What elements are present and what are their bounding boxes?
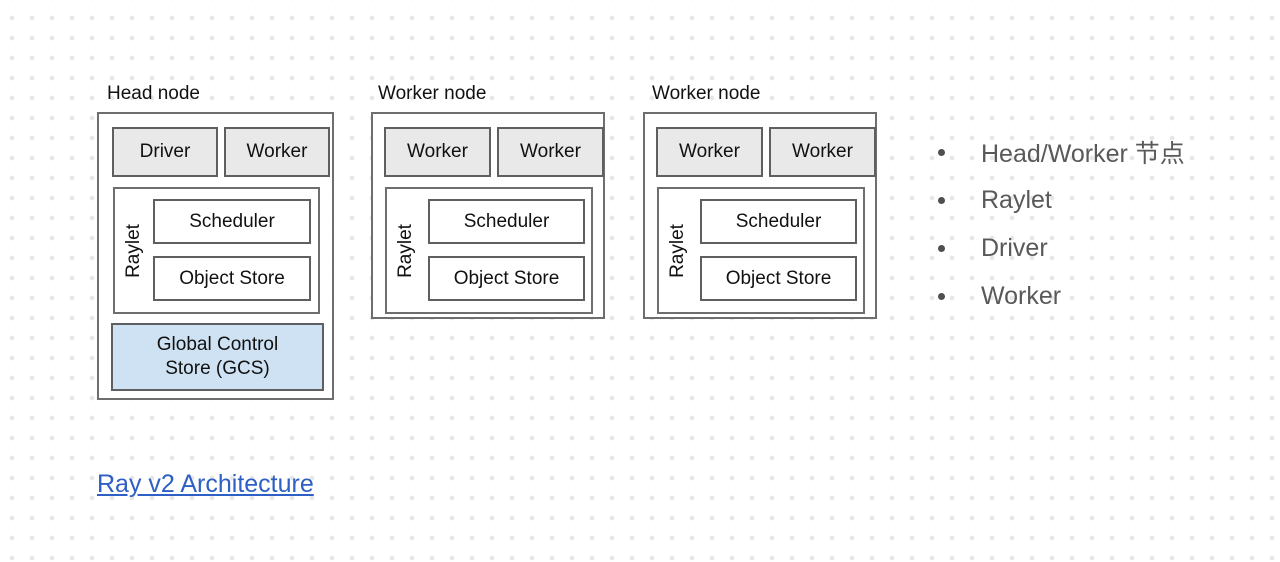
worker-box: Worker <box>656 127 763 177</box>
head-node-title: Head node <box>107 83 200 104</box>
object-store-box: Object Store <box>153 256 311 301</box>
list-item: Worker <box>930 272 1185 320</box>
bullet-icon <box>938 196 945 204</box>
legend-bullet-list: Head/Worker 节点 Raylet Driver Worker <box>930 128 1185 320</box>
bullet-icon <box>938 148 945 156</box>
worker-node-1-title: Worker node <box>378 83 487 104</box>
raylet-container: Raylet Scheduler Object Store <box>385 187 593 314</box>
raylet-label: Raylet <box>667 223 689 278</box>
worker-node-2-title: Worker node <box>652 83 761 104</box>
bullet-icon <box>938 292 945 300</box>
list-item: Raylet <box>930 176 1185 224</box>
gcs-line-2: Store (GCS) <box>165 358 270 379</box>
raylet-container: Raylet Scheduler Object Store <box>657 187 865 314</box>
raylet-label: Raylet <box>395 223 417 278</box>
raylet-label: Raylet <box>123 223 145 278</box>
ray-v2-architecture-link[interactable]: Ray v2 Architecture <box>97 470 314 498</box>
bullet-label: Raylet <box>981 185 1052 214</box>
bullet-label: Worker <box>981 281 1062 310</box>
bullet-icon <box>938 244 945 252</box>
worker-box: Worker <box>497 127 604 177</box>
head-node-box: Driver Worker Raylet Scheduler Object St… <box>97 112 334 400</box>
driver-box: Driver <box>112 127 218 177</box>
gcs-line-1: Global Control <box>156 334 279 356</box>
scheduler-box: Scheduler <box>700 199 857 244</box>
global-control-store-box: Global Control Store (GCS) <box>111 323 324 391</box>
object-store-box: Object Store <box>700 256 857 301</box>
raylet-container: Raylet Scheduler Object Store <box>113 187 320 314</box>
worker-node-2-box: Worker Worker Raylet Scheduler Object St… <box>643 112 877 319</box>
list-item: Driver <box>930 224 1185 272</box>
scheduler-box: Scheduler <box>428 199 585 244</box>
list-item: Head/Worker 节点 <box>930 128 1185 176</box>
scheduler-box: Scheduler <box>153 199 311 244</box>
worker-box: Worker <box>769 127 876 177</box>
object-store-box: Object Store <box>428 256 585 301</box>
worker-box: Worker <box>224 127 330 177</box>
bullet-label: Driver <box>981 233 1048 262</box>
worker-box: Worker <box>384 127 491 177</box>
bullet-label: Head/Worker 节点 <box>981 140 1185 168</box>
worker-node-1-box: Worker Worker Raylet Scheduler Object St… <box>371 112 605 319</box>
